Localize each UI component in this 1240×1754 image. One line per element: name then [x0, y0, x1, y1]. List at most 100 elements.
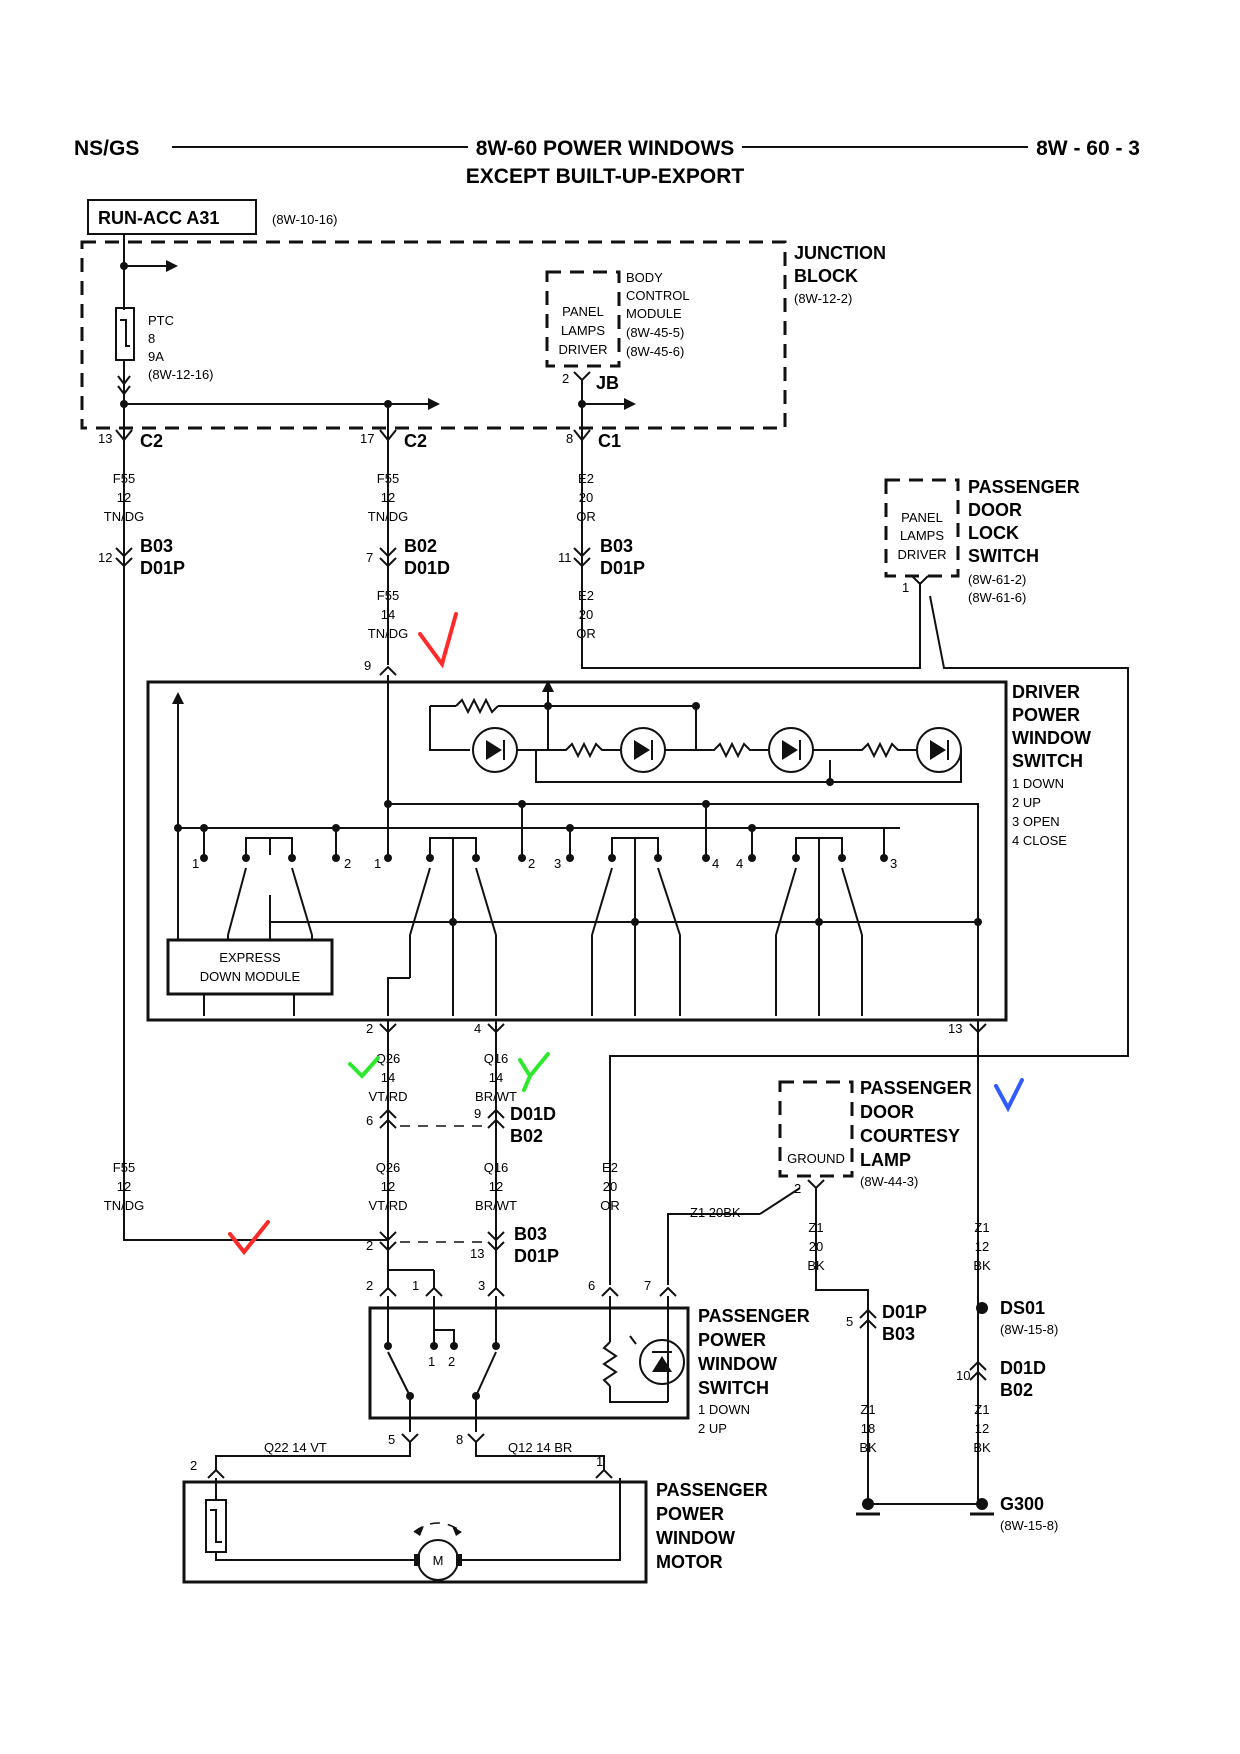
switch-group-1	[200, 828, 340, 940]
svg-text:SWITCH: SWITCH	[1012, 751, 1083, 771]
header-left: NS/GS	[74, 137, 139, 160]
junction-block-label-2: BLOCK	[794, 266, 858, 286]
svg-text:BK: BK	[859, 1440, 877, 1455]
svg-text:Q22 14 VT: Q22 14 VT	[264, 1440, 327, 1455]
courtesy-lamp-box	[778, 1080, 854, 1178]
green-check-mark-icon	[348, 1056, 380, 1079]
svg-text:12: 12	[381, 1179, 395, 1194]
svg-text:B02: B02	[1000, 1380, 1033, 1400]
red-check-mark-icon	[418, 612, 458, 669]
svg-text:20: 20	[603, 1179, 617, 1194]
svg-text:9A: 9A	[148, 349, 164, 364]
svg-text:C2: C2	[404, 431, 427, 451]
svg-text:JB: JB	[596, 373, 619, 393]
svg-text:2: 2	[528, 856, 535, 871]
svg-text:20: 20	[579, 490, 593, 505]
svg-text:2: 2	[448, 1354, 455, 1369]
header-title: 8W-60 POWER WINDOWS	[476, 137, 735, 160]
run-acc-label: RUN-ACC A31	[98, 208, 219, 228]
svg-text:(8W-61-6): (8W-61-6)	[968, 590, 1026, 605]
passenger-window-switch-box	[368, 1306, 690, 1420]
svg-text:PASSENGER: PASSENGER	[656, 1480, 768, 1500]
svg-text:(8W-45-6): (8W-45-6)	[626, 344, 684, 359]
svg-text:B02: B02	[404, 536, 437, 556]
svg-text:8: 8	[456, 1432, 463, 1447]
svg-text:SWITCH: SWITCH	[698, 1378, 769, 1398]
svg-text:20: 20	[809, 1239, 823, 1254]
svg-text:3: 3	[890, 856, 897, 871]
svg-text:D01P: D01P	[882, 1302, 927, 1322]
svg-text:LAMP: LAMP	[860, 1150, 911, 1170]
svg-text:(8W-61-2): (8W-61-2)	[968, 572, 1026, 587]
svg-text:Z1: Z1	[974, 1220, 989, 1235]
run-acc-ref: (8W-10-16)	[272, 212, 338, 227]
svg-text:4: 4	[474, 1021, 481, 1036]
svg-text:LOCK: LOCK	[968, 523, 1019, 543]
junction-block-label-1: JUNCTION	[794, 243, 886, 263]
svg-text:9: 9	[364, 658, 371, 673]
svg-text:WINDOW: WINDOW	[1012, 728, 1091, 748]
window-motor-box	[182, 1480, 648, 1584]
svg-text:B02: B02	[510, 1126, 543, 1146]
express-down-module	[166, 938, 334, 996]
svg-text:9: 9	[474, 1106, 481, 1121]
svg-text:8: 8	[566, 431, 573, 446]
svg-text:(8W-45-5): (8W-45-5)	[626, 325, 684, 340]
svg-text:2: 2	[344, 856, 351, 871]
svg-text:DRIVER: DRIVER	[558, 342, 607, 357]
ppws-pins	[379, 1269, 677, 1297]
svg-text:2: 2	[366, 1278, 373, 1293]
svg-text:VT/RD: VT/RD	[369, 1198, 408, 1213]
header-page: 8W - 60 - 3	[1036, 137, 1140, 160]
svg-text:E2: E2	[578, 588, 594, 603]
svg-text:EXPRESS: EXPRESS	[219, 950, 281, 965]
svg-text:COURTESY: COURTESY	[860, 1126, 960, 1146]
svg-text:1: 1	[596, 1454, 603, 1469]
svg-text:1 DOWN: 1 DOWN	[698, 1402, 750, 1417]
svg-text:20: 20	[579, 607, 593, 622]
lamp-icon	[639, 1339, 685, 1385]
svg-text:2: 2	[366, 1021, 373, 1036]
svg-text:OR: OR	[600, 1198, 620, 1213]
svg-text:DOOR: DOOR	[968, 500, 1022, 520]
svg-text:CONTROL: CONTROL	[626, 288, 690, 303]
svg-text:13: 13	[98, 431, 112, 446]
svg-text:2: 2	[794, 1181, 801, 1196]
svg-text:OR: OR	[576, 626, 596, 641]
svg-text:E2: E2	[602, 1160, 618, 1175]
svg-text:12: 12	[98, 550, 112, 565]
svg-text:BR/WT: BR/WT	[475, 1198, 517, 1213]
svg-text:D01P: D01P	[514, 1246, 559, 1266]
svg-text:2 UP: 2 UP	[1012, 795, 1041, 810]
svg-text:(8W-15-8): (8W-15-8)	[1000, 1518, 1058, 1533]
svg-text:OR: OR	[576, 509, 596, 524]
svg-text:B03: B03	[882, 1324, 915, 1344]
svg-text:LAMPS: LAMPS	[561, 323, 605, 338]
svg-text:Q12 14 BR: Q12 14 BR	[508, 1440, 572, 1455]
svg-text:WINDOW: WINDOW	[656, 1528, 735, 1548]
ds01-splice	[976, 1302, 988, 1314]
svg-text:2 UP: 2 UP	[698, 1421, 727, 1436]
svg-text:1: 1	[428, 1354, 435, 1369]
svg-text:Z1: Z1	[974, 1402, 989, 1417]
svg-text:WINDOW: WINDOW	[698, 1354, 777, 1374]
svg-text:Q16: Q16	[484, 1160, 509, 1175]
svg-text:Z1 20BK: Z1 20BK	[690, 1205, 741, 1220]
svg-text:Q26: Q26	[376, 1160, 401, 1175]
blue-check-mark-icon	[994, 1078, 1024, 1113]
svg-text:PANEL: PANEL	[562, 304, 604, 319]
header-subtitle: EXCEPT BUILT-UP-EXPORT	[466, 165, 745, 188]
svg-text:PTC: PTC	[148, 313, 174, 328]
svg-text:6: 6	[366, 1113, 373, 1128]
svg-text:DOWN MODULE: DOWN MODULE	[200, 969, 301, 984]
svg-text:DS01: DS01	[1000, 1298, 1045, 1318]
svg-text:2: 2	[366, 1238, 373, 1253]
svg-text:F55: F55	[113, 1160, 135, 1175]
svg-text:MOTOR: MOTOR	[656, 1552, 723, 1572]
svg-text:7: 7	[366, 550, 373, 565]
run-acc-box	[87, 199, 257, 235]
rotation-arrow-icon	[413, 1522, 463, 1533]
svg-text:12: 12	[975, 1421, 989, 1436]
svg-text:17: 17	[360, 431, 374, 446]
svg-text:TN/DG: TN/DG	[104, 1198, 144, 1213]
